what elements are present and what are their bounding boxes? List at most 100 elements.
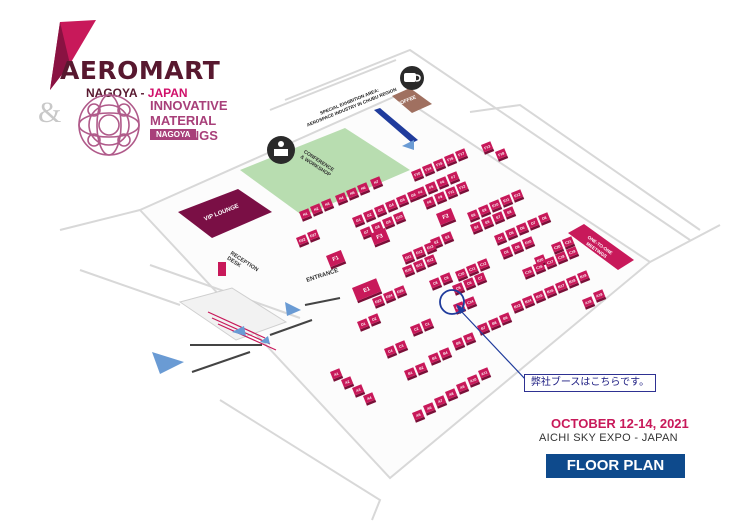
vip-lounge: [178, 189, 272, 238]
booth-g9: G9: [382, 216, 396, 230]
coffee-cup-icon: [400, 66, 424, 90]
booth-label: F4: [418, 190, 423, 195]
booth-label: E4: [474, 225, 480, 230]
booth-label: E5: [485, 220, 491, 225]
booth-label: E7: [496, 215, 502, 220]
booth-b14: B14: [522, 295, 536, 309]
booth-g2: G2: [363, 209, 377, 223]
booth-d7: D7: [527, 217, 541, 231]
booth-label: E6: [471, 213, 477, 218]
booth-label: D8: [541, 216, 547, 221]
booth-label: H1: [302, 212, 308, 217]
booth-label: D9: [514, 245, 520, 250]
booth-label: B2: [418, 366, 424, 371]
booth-label: H4: [338, 196, 344, 201]
booth-label: D11: [405, 254, 412, 260]
booth-d25: D25: [394, 285, 408, 299]
booth-label: D2: [371, 317, 377, 322]
booth-c19: C19: [566, 246, 580, 260]
booth-label: C9: [443, 276, 449, 281]
booth-label: G9: [385, 220, 391, 226]
booth-d13: D13: [424, 241, 438, 255]
booth-f13: F13: [481, 141, 495, 155]
booth-f8: F8: [423, 196, 437, 210]
imm-city-badge: NAGOYA: [150, 129, 197, 140]
booth-label: E1: [363, 286, 371, 294]
booth-e10: E10: [489, 199, 503, 213]
booth-b11: B11: [413, 259, 427, 273]
booth-label: B8: [491, 321, 497, 326]
booth-label: C6: [466, 281, 472, 286]
booth-f4: F4: [414, 186, 428, 200]
booth-b4: B4: [439, 347, 453, 361]
booth-label: D4: [497, 236, 503, 241]
booth-a6: A6: [423, 402, 437, 416]
booth-g4: G4: [385, 199, 399, 213]
booth-e7: E7: [492, 211, 506, 225]
booth-label: B18: [569, 278, 577, 284]
booth-b19: B19: [577, 270, 591, 284]
booth-a4: A4: [363, 392, 377, 406]
booth-d24: D24: [383, 290, 397, 304]
booth-d23: D23: [372, 295, 386, 309]
booth-e4: E4: [470, 221, 484, 235]
booth-label: H3: [324, 202, 330, 207]
booth-a1: A1: [330, 368, 344, 382]
ampersand: &: [38, 96, 62, 129]
booth-label: C15: [525, 269, 533, 275]
booth-label: H6: [360, 186, 366, 191]
booth-label: F7: [451, 175, 456, 180]
booth-e3: E3: [441, 231, 455, 245]
booth-label: E10: [492, 202, 499, 208]
booth-label: F8: [427, 200, 432, 205]
booth-label: G7: [363, 230, 369, 236]
booth-label: A7: [437, 399, 443, 404]
booth-label: C19: [569, 249, 577, 255]
booth-label: C7: [477, 276, 483, 281]
booth-label: B3: [431, 356, 437, 361]
booth-label: D5: [508, 231, 514, 236]
booth-label: B13: [514, 303, 522, 309]
booth-label: C20: [554, 244, 562, 250]
booth-label: G3: [377, 208, 383, 214]
booth-b9: B9: [499, 312, 513, 326]
aeromart-brand: AEROMART: [60, 56, 221, 85]
booth-label: C2: [413, 327, 419, 332]
booth-label: C3: [398, 344, 404, 349]
booth-c18: C18: [555, 251, 569, 265]
booth-label: F10: [414, 171, 421, 177]
booth-label: G10: [395, 214, 403, 220]
booth-c7: C7: [474, 272, 488, 286]
booth-label: B17: [558, 283, 566, 289]
booth-b18: B18: [566, 275, 580, 289]
booth-c9: C9: [440, 272, 454, 286]
booth-label: D12: [416, 249, 424, 255]
booth-b10: B10: [402, 264, 416, 278]
booth-label: E8: [507, 210, 513, 215]
booth-label: A1: [333, 372, 339, 377]
booth-label: B12: [427, 257, 435, 263]
booth-f3: F3: [370, 228, 391, 248]
booth-label: B16: [547, 288, 555, 294]
booth-label: G4: [388, 203, 394, 209]
booth-d5: D5: [505, 227, 519, 241]
booth-f12: F12: [456, 181, 470, 195]
booth-h7: H7: [370, 176, 384, 190]
booth-d4: D4: [494, 232, 508, 246]
booth-label: B4: [442, 351, 448, 356]
booth-label: G5: [399, 198, 405, 204]
floor-plan-title: FLOOR PLAN: [546, 454, 685, 478]
booth-c4: C4: [384, 345, 398, 359]
booth-label: C4: [387, 349, 393, 354]
booth-d10: D10: [522, 236, 536, 250]
booth-b8: B8: [488, 317, 502, 331]
event-venue: AICHI SKY EXPO - JAPAN: [539, 432, 678, 444]
booth-label: C18: [558, 254, 566, 260]
event-dates: OCTOBER 12-14, 2021: [551, 416, 689, 431]
entrance-arrows: [152, 140, 414, 374]
booth-h6: H6: [357, 182, 371, 196]
presenter-icon: [267, 136, 295, 164]
booth-label: B15: [536, 293, 544, 299]
booth-e12: E12: [510, 189, 525, 203]
booth-e6: E6: [467, 209, 481, 223]
